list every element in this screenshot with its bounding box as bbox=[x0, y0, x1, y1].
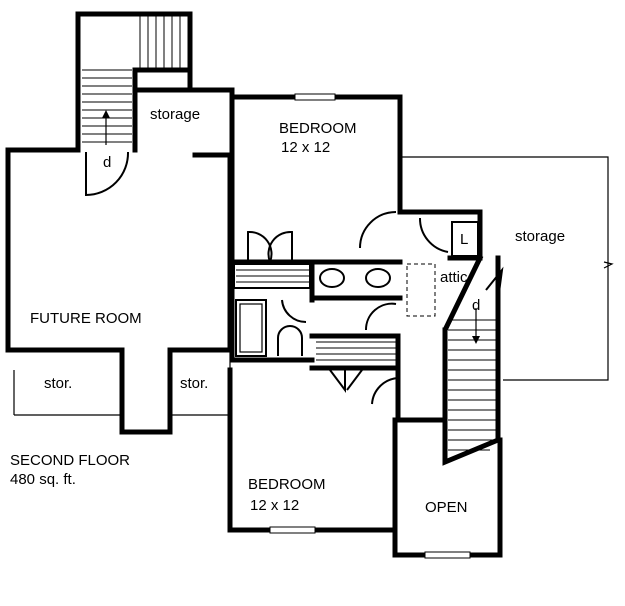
sink-right bbox=[365, 268, 391, 288]
toilet bbox=[277, 325, 303, 356]
bedroom-bottom-door bbox=[371, 377, 399, 405]
closet-door-right bbox=[267, 230, 293, 263]
storage-top-label: storage bbox=[150, 106, 200, 123]
stair-treads-top bbox=[82, 16, 181, 143]
sink-left bbox=[319, 268, 345, 288]
bedroom-top-door bbox=[359, 211, 397, 249]
storage-right-label: storage bbox=[515, 228, 565, 245]
stair-door-swing bbox=[85, 151, 130, 197]
top-stair-block bbox=[75, 11, 193, 197]
open-area bbox=[392, 417, 503, 559]
attic-label: attic bbox=[440, 269, 468, 286]
right-storage-dim bbox=[400, 156, 614, 381]
right-stair-treads bbox=[448, 319, 496, 451]
closet-door-bi bbox=[329, 369, 346, 393]
closet-hatch-upper bbox=[236, 269, 310, 283]
bedroom-top-name: BEDROOM bbox=[279, 120, 357, 137]
window bbox=[294, 93, 336, 101]
window-bottom bbox=[269, 526, 316, 534]
bath-door-left bbox=[281, 299, 307, 324]
bath-area bbox=[229, 259, 403, 363]
open-label: OPEN bbox=[425, 499, 468, 516]
stair-down-top: d bbox=[103, 154, 111, 171]
closet-l-label: L bbox=[460, 231, 468, 248]
stair-arrow-head bbox=[102, 110, 110, 118]
floor-title: SECOND FLOOR bbox=[10, 452, 130, 469]
bedroom-bottom-name: BEDROOM bbox=[248, 476, 326, 493]
hall-door bbox=[418, 217, 449, 253]
right-stair-arrow-head bbox=[472, 336, 480, 344]
right-stair-door bbox=[485, 266, 504, 301]
right-stair bbox=[442, 254, 504, 466]
bedroom-top-size: 12 x 12 bbox=[281, 139, 330, 156]
attic-area bbox=[406, 209, 483, 317]
stor-mid-label: stor. bbox=[180, 375, 208, 392]
bedroom-top-walls bbox=[229, 93, 448, 265]
linen-closet bbox=[451, 221, 479, 257]
floor-area: 480 sq. ft. bbox=[10, 471, 76, 488]
future-room-label: FUTURE ROOM bbox=[30, 310, 142, 327]
bedroom-bottom-size: 12 x 12 bbox=[250, 497, 299, 514]
bath-door-right bbox=[364, 302, 397, 331]
window-open bbox=[424, 551, 471, 559]
bathtub bbox=[235, 299, 267, 357]
stair-down-right: d bbox=[472, 297, 480, 314]
attic-hatch bbox=[406, 263, 436, 317]
closet-door-left bbox=[247, 230, 273, 263]
stor-left-label: stor. bbox=[44, 375, 72, 392]
lower-closet bbox=[309, 333, 401, 405]
closet-hatch-lower bbox=[316, 341, 396, 361]
